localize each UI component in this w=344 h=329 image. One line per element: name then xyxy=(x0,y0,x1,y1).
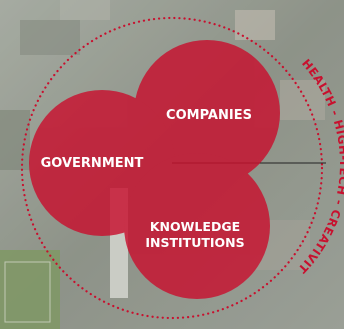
outer-dotted-ring xyxy=(20,16,324,320)
government-label: GOVERNMENT xyxy=(41,156,144,171)
companies-label: COMPANIES xyxy=(166,108,252,123)
knowledge-institutions-circle xyxy=(124,153,270,299)
knowledge-label-line2: INSTITUTIONS xyxy=(145,235,244,250)
knowledge-label-line1: KNOWLEDGE xyxy=(150,219,240,234)
